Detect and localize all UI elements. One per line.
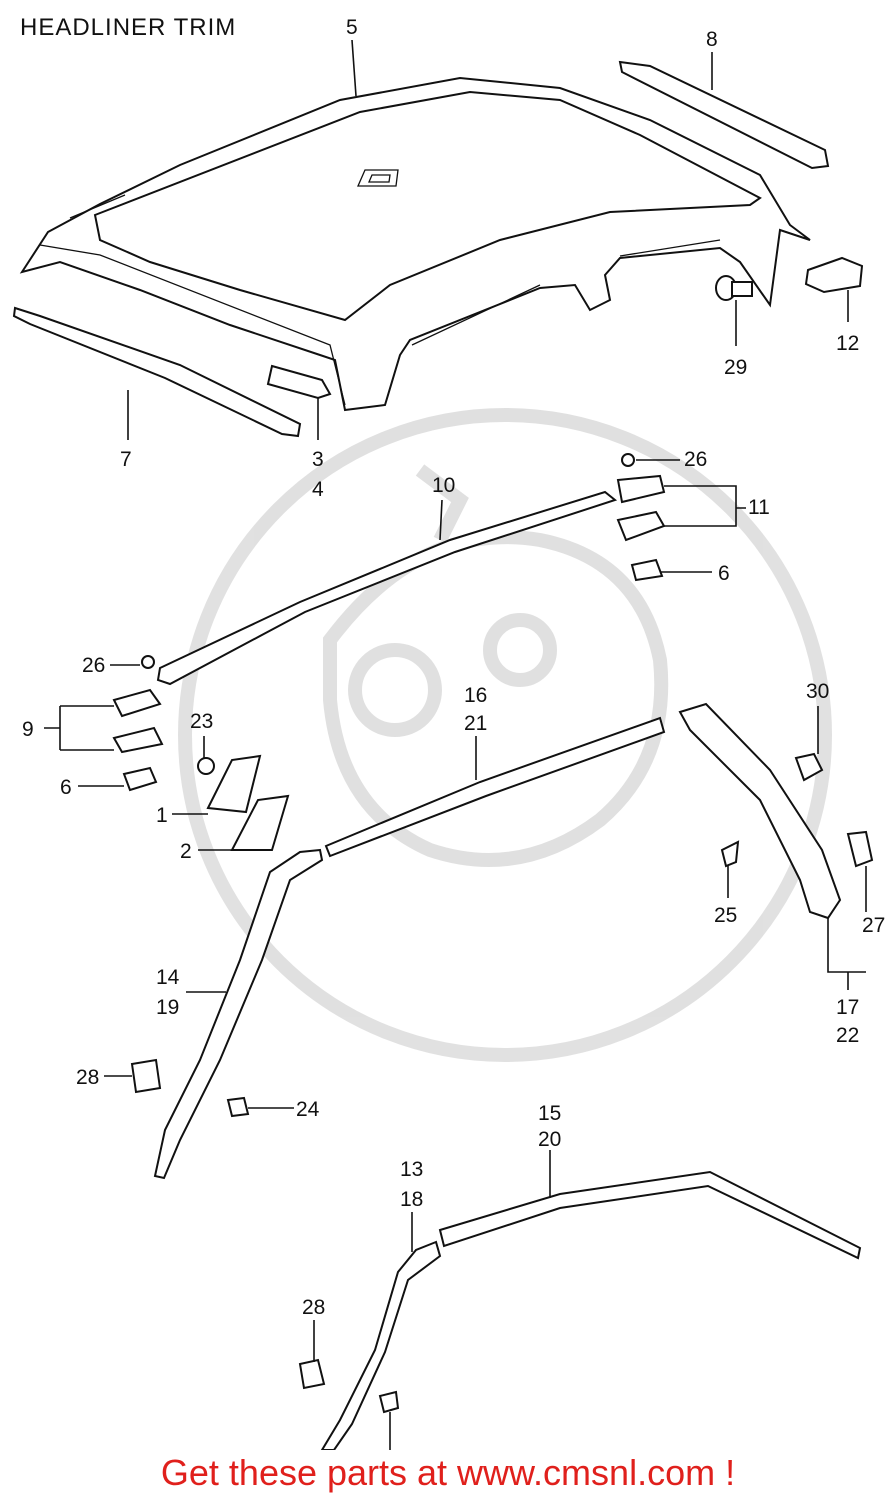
callout-8: 8 <box>706 28 718 51</box>
headliner-panel <box>19 76 811 412</box>
part-8-strip <box>618 60 830 170</box>
callout-25: 25 <box>714 904 737 927</box>
footer-link[interactable]: Get these parts at www.cmsnl.com ! <box>160 1452 736 1493</box>
part-30-clip <box>794 752 824 782</box>
callout-3: 3 <box>312 448 324 471</box>
part-11-cover-b <box>616 510 666 542</box>
part-9-cover-b <box>112 726 164 754</box>
callout-28-b: 28 <box>302 1296 325 1319</box>
part-1-cover <box>206 754 262 814</box>
part-16-rail <box>324 716 666 858</box>
part-12-bracket <box>804 256 864 294</box>
part-10-rail <box>156 490 618 686</box>
callout-2: 2 <box>180 840 192 863</box>
callout-23: 23 <box>190 710 213 733</box>
part-26-screw-left <box>141 655 155 669</box>
callout-12: 12 <box>836 332 859 355</box>
callout-13: 13 <box>400 1158 423 1181</box>
part-29-clip <box>715 275 753 301</box>
callout-19: 19 <box>156 996 179 1019</box>
callout-6-top: 6 <box>718 562 730 585</box>
callout-6-left: 6 <box>60 776 72 799</box>
callout-22: 22 <box>836 1024 859 1047</box>
callout-15: 15 <box>538 1102 561 1125</box>
part-14-pillar-trim <box>153 848 324 1180</box>
callout-9: 9 <box>22 718 34 741</box>
leader-lines <box>44 39 867 1450</box>
callout-30: 30 <box>806 680 829 703</box>
callout-24-a: 24 <box>296 1098 320 1121</box>
part-6-clip-top <box>630 558 664 582</box>
callout-21: 21 <box>464 712 487 735</box>
callout-10: 10 <box>432 474 455 497</box>
page-title: HEADLINER TRIM <box>20 14 237 41</box>
part-3-bracket <box>266 364 332 400</box>
parts-diagram: 5 8 12 29 7 3 4 26 10 11 6 26 9 6 23 1 2… <box>12 16 885 1450</box>
callout-14: 14 <box>156 966 180 989</box>
part-24-screw-a <box>226 1096 250 1118</box>
part-27-clip <box>846 830 874 868</box>
callout-26-top: 26 <box>684 448 707 471</box>
part-28-clip-b <box>298 1358 326 1390</box>
part-13-pillar-trim <box>320 1240 442 1450</box>
part-25-screw <box>720 840 740 868</box>
part-2-cover <box>230 794 290 851</box>
callout-28-a: 28 <box>76 1066 99 1089</box>
part-7-strip <box>12 306 302 438</box>
callout-5: 5 <box>346 16 358 39</box>
part-26-screw-top <box>621 453 635 467</box>
callout-11: 11 <box>748 496 770 519</box>
callout-20: 20 <box>538 1128 561 1151</box>
callout-7: 7 <box>120 448 132 471</box>
part-23-screw <box>197 757 215 775</box>
callout-29: 29 <box>724 356 747 379</box>
callout-4: 4 <box>312 478 324 501</box>
callout-18: 18 <box>400 1188 423 1211</box>
part-6-clip-left <box>122 766 158 792</box>
part-24-screw-b <box>378 1390 400 1414</box>
callout-labels: 5 8 12 29 7 3 4 26 10 11 6 26 9 6 23 1 2… <box>22 16 885 1319</box>
part-15-rail <box>438 1170 862 1260</box>
callout-17: 17 <box>836 996 859 1019</box>
callout-26-left: 26 <box>82 654 105 677</box>
part-28-clip-a <box>130 1058 162 1094</box>
part-11-cover-a <box>616 474 666 504</box>
part-9-cover-a <box>112 688 162 718</box>
callout-16: 16 <box>464 684 487 707</box>
callout-1: 1 <box>156 804 168 827</box>
callout-27: 27 <box>862 914 885 937</box>
